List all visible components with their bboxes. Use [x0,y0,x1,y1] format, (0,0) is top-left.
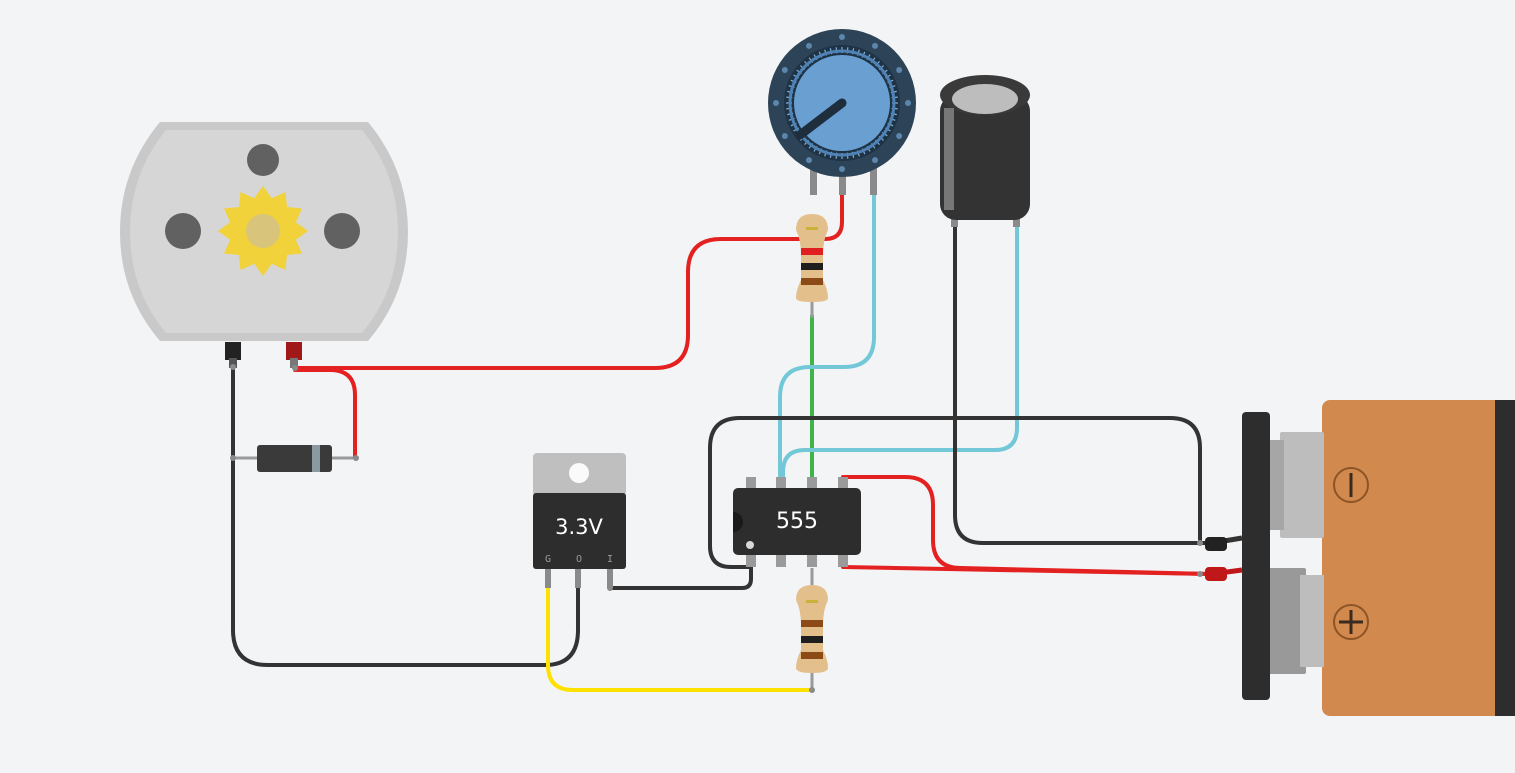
wire-black-ic-to-battery[interactable] [708,416,1202,569]
motor-hole-left [165,213,201,249]
wire-blue-pot-to-ic[interactable] [778,193,876,480]
wires [231,191,1212,692]
battery-minus-icon [1333,467,1369,503]
regulator-pin-g: G [545,554,551,565]
diode-cathode-band [312,445,320,472]
motor-terminal-negative[interactable] [225,342,241,360]
regulator-body [533,493,626,569]
wire-black-motor-to-regulator-gnd[interactable] [231,365,580,667]
regulator-label: 3.3V [555,515,603,539]
capacitor-body [940,95,1030,220]
wire-endpoints [230,364,1203,693]
motor-terminal-positive[interactable] [286,342,302,360]
battery-plus-icon [1333,604,1369,640]
timer-555-ic[interactable]: 555 [733,477,861,567]
battery-terminal-positive-stud [1262,568,1306,674]
ic-label: 555 [776,509,818,534]
wire-black-regulator-to-ic[interactable] [608,563,753,590]
resistor-bottom-body [796,585,828,673]
diode-body [257,445,332,472]
wire-black-cap-to-battery[interactable] [953,224,1212,545]
ic-body [733,488,861,555]
potentiometer[interactable] [768,29,916,195]
wire-blue-cap-to-ic[interactable] [781,224,1019,480]
voltage-regulator[interactable]: 3.3V G O I [533,453,626,588]
capacitor-top [952,84,1018,114]
capacitor-polarity-stripe [944,108,954,210]
regulator-mount-hole [569,463,589,483]
wire-red-ic-to-battery[interactable] [841,475,1212,576]
motor-hole-top [247,144,279,176]
ic-pin1-dot [746,541,754,549]
pot-pointer [795,98,847,140]
wire-red-motor-to-diode[interactable] [293,368,357,460]
battery-terminal-negative-stud [1280,432,1324,538]
dc-motor[interactable] [120,122,408,368]
battery-clip [1242,412,1270,700]
wire-red-ic-bottom-to-battery[interactable] [841,565,1212,576]
resistor-top[interactable] [796,214,828,318]
resistor-bottom[interactable] [796,568,828,690]
battery-9v[interactable] [1205,400,1515,716]
regulator-pin-o: O [576,554,582,565]
wire-red-pot-wiper[interactable] [816,191,844,241]
battery-body [1322,400,1515,716]
battery-end-cap [1495,400,1515,716]
wire-red-motor-to-resistor[interactable] [293,237,802,370]
ic-notch [733,512,743,532]
wire-yellow-regulator-to-resistor[interactable] [546,586,814,692]
diode[interactable] [233,445,356,472]
regulator-pin-i: I [607,554,613,565]
motor-hole-right [324,213,360,249]
capacitor[interactable] [940,75,1030,227]
